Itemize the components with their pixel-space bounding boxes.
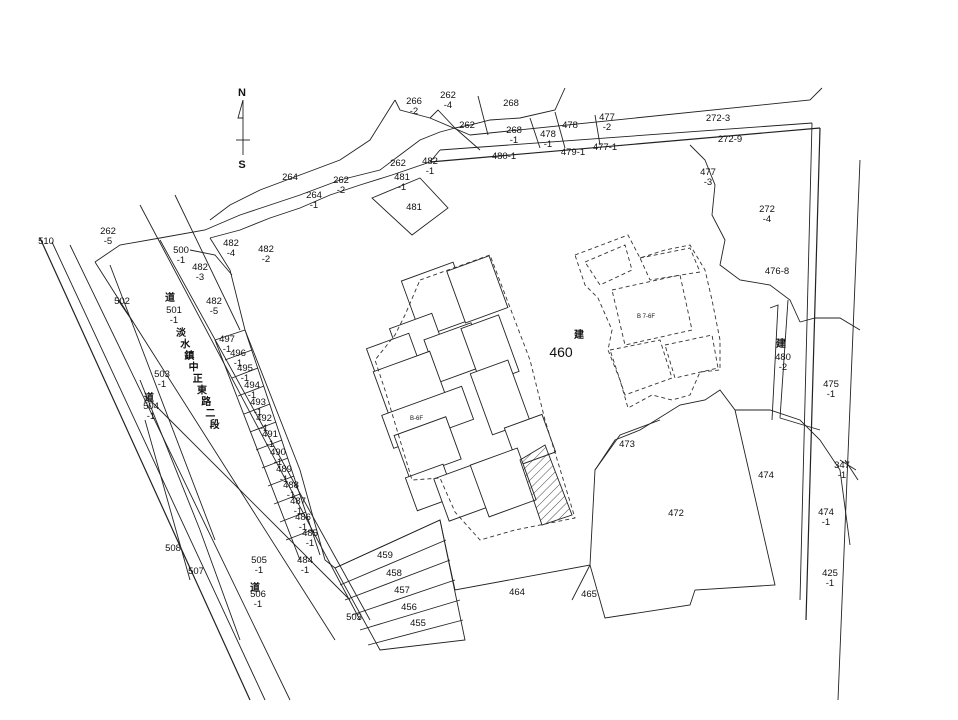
parcel-label-476-8: 476-8 [765,266,789,277]
parcel-label-491: 491-1 [262,429,278,450]
parcel-label-478-1: 478-1 [540,129,556,150]
parcel-label-500-1: 500-1 [173,245,189,266]
parcel-label-272-4: 272-4 [759,204,775,225]
road-mark-left: 道 [144,391,154,404]
parcel-label-482-4: 482-4 [223,238,239,259]
parcel-label-262: 262 [459,120,475,131]
parcel-label-456: 456 [401,602,417,613]
parcel-label-266-2: 266-2 [406,96,422,117]
road-name-char: 正 [193,373,203,385]
road-name-char: 東 [197,384,207,397]
parcel-label-507: 507 [188,566,204,577]
parcel-label-496: 496-1 [230,348,246,369]
road-name-char: 水 [179,338,191,351]
road-mark-lower: 道 [250,581,260,594]
parcel-label-488: 488-1 [283,480,299,501]
road-mark-upper: 道 [165,291,175,304]
building-tag-west: B-6F [410,416,423,422]
parcel-label-501-1: 501-1 [166,305,182,326]
parcel-label-495: 495-1 [237,363,253,384]
parcel-label-473: 473 [619,439,635,450]
parcel-label-455: 455 [410,618,426,629]
parcel-label-347-1: 347-1 [834,460,850,481]
parcel-label-505-1: 505-1 [251,555,267,576]
main-parcel-label: 460 [549,344,573,360]
parcel-label-506-1: 506-1 [250,589,266,610]
road-name-char: 路 [201,395,212,408]
parcel-label-458: 458 [386,568,402,579]
parcel-label-508: 508 [165,543,181,554]
parcel-label-485: 485-1 [302,528,318,549]
parcel-label-262-4: 262-4 [440,90,456,111]
parcel-label-480-1: 480-1 [492,151,516,162]
parcel-label-472: 472 [668,508,684,519]
parcel-label-487: 487-1 [290,496,306,517]
parcel-label-262-2: 262-2 [333,175,349,196]
parcel-label-262b: 262 [390,158,406,169]
parcel-label-486: 486-1 [295,512,311,533]
parcel-label-480-2: 480-2 [775,352,791,373]
road-name-char: 淡 [176,327,187,339]
parcel-label-510: 510 [38,236,54,247]
parcel-label-262-5: 262-5 [100,226,116,247]
building-mark-east: 建 [775,337,787,350]
parcel-label-482-5: 482-5 [206,296,222,317]
parcel-label-503-1: 503-1 [154,369,170,390]
parcel-label-457: 457 [394,585,410,596]
parcel-label-474: 474 [758,470,774,481]
road-name-char: 段 [210,418,220,431]
parcel-label-497: 497-1 [219,334,235,355]
parcel-label-479-1: 479-1 [561,147,585,158]
parcel-label-489: 489-1 [276,464,292,485]
parcel-label-474-1: 474-1 [818,507,834,528]
parcel-label-504-1: 504-1 [143,401,159,422]
building-complex-west [365,254,576,541]
parcel-label-459: 459 [377,550,393,561]
building-complex-east [574,234,721,409]
parcel-label-484-1: 484-1 [297,555,313,576]
parcel-label-482-2: 482-2 [258,244,274,265]
parcel-label-264-1: 264-1 [306,190,322,211]
compass-north-label: N [238,87,246,99]
road-name-char: 鎮 [184,349,194,362]
parcel-label-492: 492-1 [256,413,272,434]
parcel-label-464: 464 [509,587,525,598]
parcel-label-503: 503 [346,612,362,623]
parcel-label-477-1: 477-1 [593,142,617,153]
parcel-label-478: 478 [562,120,578,131]
parcel-label-272-9: 272-9 [718,134,742,145]
parcel-label-490: 490-1 [270,447,286,468]
parcel-label-425-1: 425-1 [822,568,838,589]
parcel-label-494: 494-1 [244,380,260,401]
road-name-char: 二 [205,408,215,420]
parcel-label-477-3: 477-3 [700,167,716,188]
parcel-label-481: 481 [406,202,422,213]
parcel-label-264: 264 [282,172,298,183]
parcel-label-502: 502 [114,296,130,307]
parcel-labels: 266-2 262-4 268 262 268-1 478-1 478 477-2 272-3 2… [38,90,850,629]
north-arrow: N S [236,87,250,171]
parcel-label-493: 493-1 [250,397,266,418]
parcel-label-268: 268 [503,98,519,109]
parcel-label-272-3: 272-3 [706,113,730,124]
building-mark-main: 建 [573,328,585,341]
building-tag-east: B 7-6F [637,314,655,320]
parcel-label-477-2: 477-2 [599,112,615,133]
compass-south-label: S [238,159,245,171]
parcel-label-482-1: 482-1 [422,156,438,177]
boundary-lines [39,87,861,701]
parcel-label-475-1: 475-1 [823,379,839,400]
road-name-char: 中 [189,361,199,374]
parcel-label-481-1: 481-1 [394,172,410,193]
parcel-label-482-3: 482-3 [192,262,208,283]
parcel-label-465: 465 [581,589,597,600]
parcel-label-268-1: 268-1 [506,125,522,146]
